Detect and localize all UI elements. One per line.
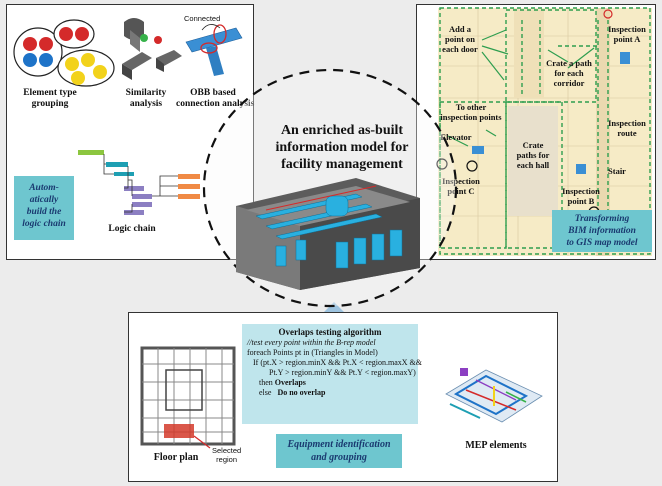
stair-label: Stair bbox=[608, 166, 626, 176]
code-line-cond: Pt.Y > region.minY && Pt.Y < region.maxY… bbox=[269, 368, 416, 377]
bim-model-render bbox=[236, 178, 420, 290]
mep-elements-label: MEP elements bbox=[465, 440, 527, 451]
floor-plan-label: Floor plan bbox=[153, 452, 199, 463]
code-line-else: else Do no overlap bbox=[259, 388, 326, 397]
top-left-graphics bbox=[13, 18, 243, 215]
code-line-then: then Overlaps bbox=[259, 378, 306, 387]
algorithm-title: Overlaps testing algorithm bbox=[278, 327, 382, 337]
bottom-graphics bbox=[140, 346, 543, 449]
code-comment: //test every point within the B-rep mode… bbox=[247, 338, 376, 347]
code-line-if: If (pt.X > region.minX && Pt.X < region.… bbox=[253, 358, 423, 367]
connected-label: Connected bbox=[184, 14, 221, 23]
code-line-foreach: foreach Points pt in (Triangles in Model… bbox=[247, 348, 378, 357]
elevator-label: Elevator bbox=[440, 132, 472, 142]
logic-chain-label: Logic chain bbox=[108, 224, 156, 234]
overlaps-testing-algorithm: Overlaps testing algorithm //test every … bbox=[242, 324, 423, 424]
